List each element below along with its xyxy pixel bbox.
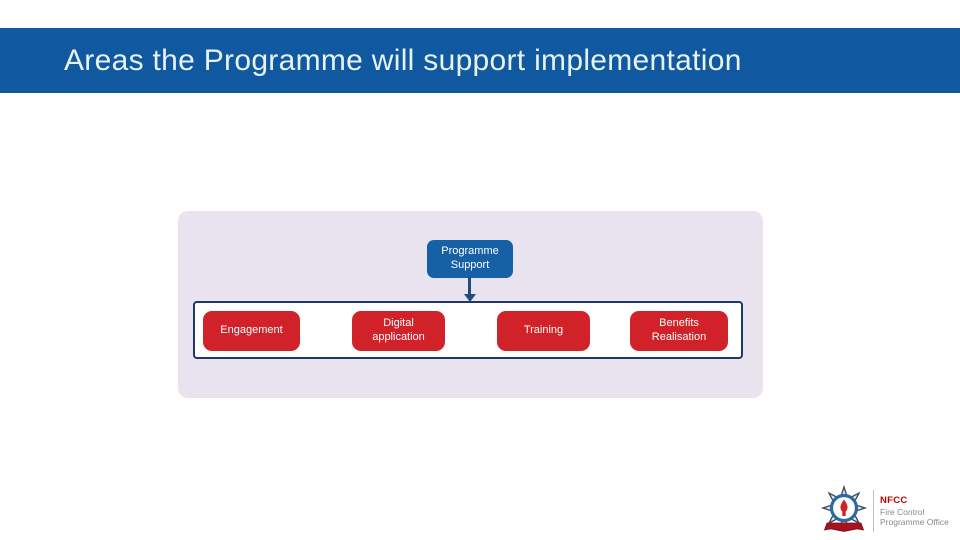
logo-org-line1: Fire Control	[880, 506, 925, 517]
diagram-node-benefits-realisation: Benefits Realisation	[630, 311, 728, 351]
node-label: Engagement	[220, 324, 283, 337]
fire-service-badge-icon	[820, 484, 868, 532]
diagram-node-programme-support: Programme Support	[427, 240, 513, 278]
node-label: Digital application	[372, 317, 425, 343]
logo-org-abbr: NFCC	[880, 494, 908, 506]
node-label: Benefits Realisation	[651, 317, 707, 343]
diagram-node-engagement: Engagement	[203, 311, 300, 351]
logo-text-block: NFCC Fire Control Programme Office	[880, 495, 949, 527]
diagram-node-digital-application: Digital application	[352, 311, 445, 351]
slide-title-bar: Areas the Programme will support impleme…	[0, 28, 960, 93]
down-arrow-icon	[464, 294, 476, 302]
diagram-node-training: Training	[497, 311, 590, 351]
node-label: Programme Support	[441, 245, 499, 271]
down-arrow-connector	[468, 277, 471, 296]
nfcc-logo: NFCC Fire Control Programme Office	[820, 484, 949, 537]
node-label: Training	[523, 324, 564, 337]
page-title: Areas the Programme will support impleme…	[64, 43, 742, 77]
logo-divider	[873, 489, 874, 532]
logo-org-line2: Programme Office	[880, 516, 949, 527]
